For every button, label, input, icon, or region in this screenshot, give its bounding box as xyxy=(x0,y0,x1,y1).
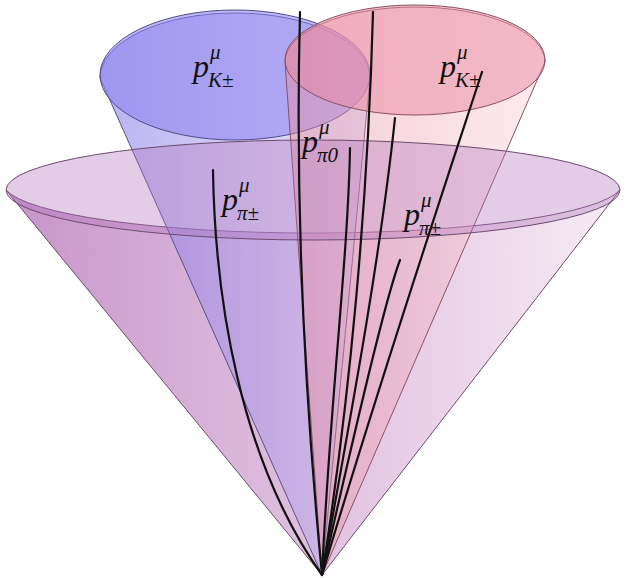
momentum-symbol: p xyxy=(302,123,318,159)
particle-subscript: π± xyxy=(237,203,259,224)
momentum-symbol: p xyxy=(404,196,420,232)
particle-subscript: π± xyxy=(419,218,441,239)
momentum-label: pμK± xyxy=(440,50,486,94)
momentum-label: pμπ0 xyxy=(302,125,343,169)
particle-subscript: K± xyxy=(208,70,234,91)
momentum-symbol: p xyxy=(440,48,456,84)
lorentz-index: μ xyxy=(319,117,330,138)
lorentz-index: μ xyxy=(457,42,468,63)
particle-subscript: K± xyxy=(455,70,481,91)
lorentz-index: μ xyxy=(210,42,221,63)
momentum-symbol: p xyxy=(222,181,238,217)
particle-subscript: π0 xyxy=(317,145,338,166)
particle-tracks xyxy=(213,12,482,575)
momentum-label: pμπ± xyxy=(222,183,264,227)
kaon-subcone-top xyxy=(285,5,545,115)
lorentz-index: μ xyxy=(239,175,250,196)
momentum-label: pμK± xyxy=(193,50,239,94)
lorentz-index: μ xyxy=(421,190,432,211)
momentum-label: pμπ± xyxy=(404,198,446,242)
momentum-symbol: p xyxy=(193,48,209,84)
